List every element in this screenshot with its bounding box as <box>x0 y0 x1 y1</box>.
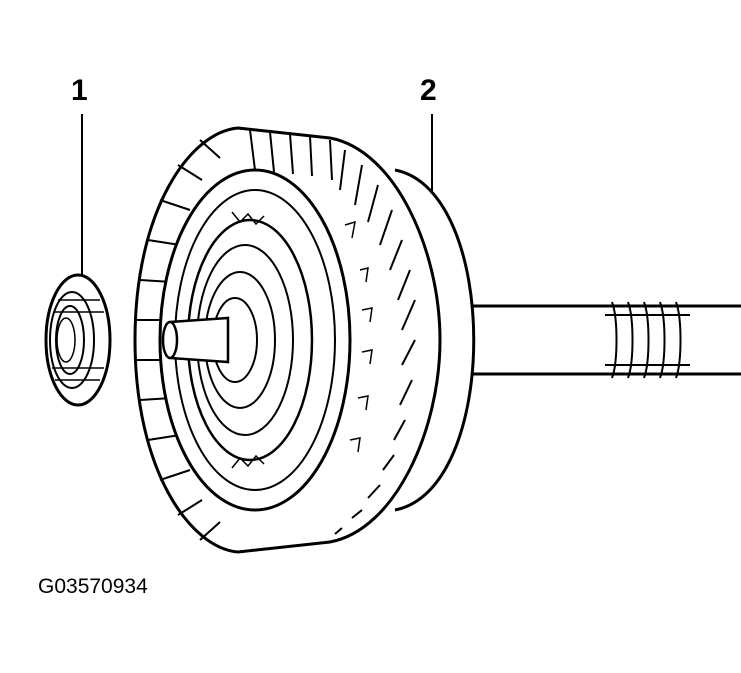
drum-markings <box>344 220 373 453</box>
shaft <box>453 301 741 379</box>
drum-spline-teeth <box>137 129 416 541</box>
input-stub <box>161 316 230 364</box>
shaft-splines <box>605 301 690 379</box>
callout-label-2: 2 <box>420 74 437 107</box>
callout-label-1: 1 <box>71 74 88 107</box>
clutch-drum-with-shaft <box>133 126 741 554</box>
return-springs <box>231 211 265 469</box>
thrust-bearing <box>44 273 112 407</box>
figure-id: G03570934 <box>38 575 148 598</box>
